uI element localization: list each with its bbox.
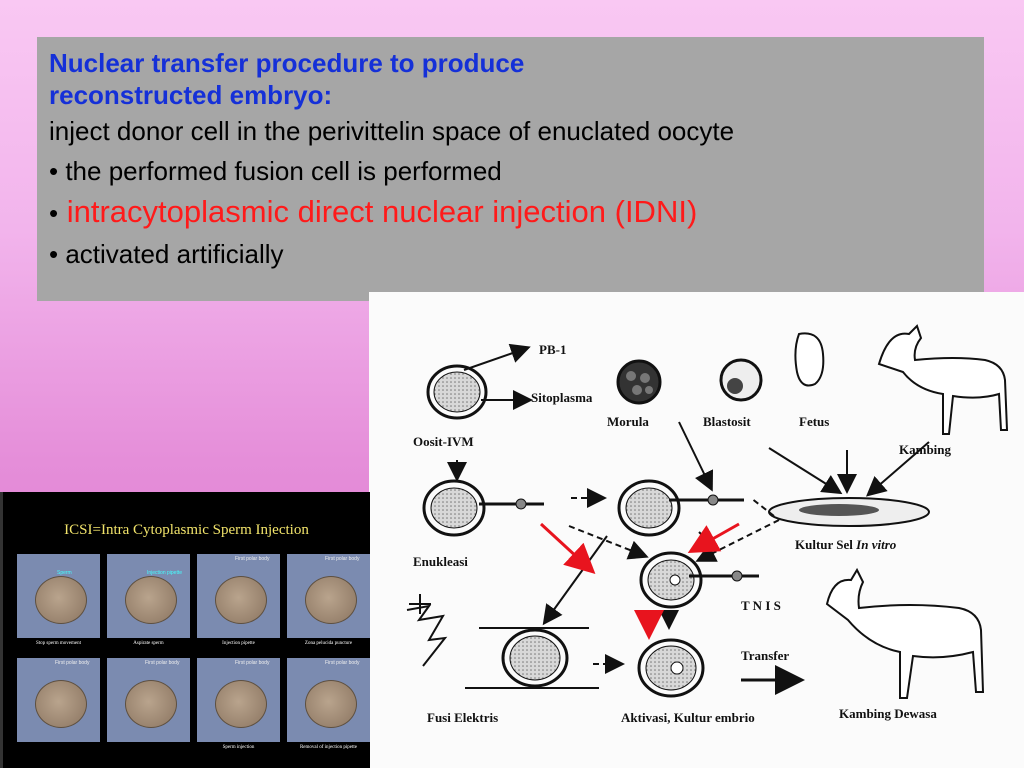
label-fetus: Fetus <box>799 414 829 430</box>
panel-label: Sperm <box>57 570 72 576</box>
text-box: Nuclear transfer procedure to produce re… <box>37 37 984 301</box>
label-blastosit: Blastosit <box>703 414 751 430</box>
panel-caption: Stop sperm movement <box>17 641 100 646</box>
icsi-panel: First polar body <box>107 658 190 742</box>
oocyte-image <box>305 680 357 728</box>
icsi-panel: First polar body <box>17 658 100 742</box>
label-sitoplasma: Sitoplasma <box>531 390 592 406</box>
panel-label: First polar body <box>235 556 269 562</box>
label-kambing: Kambing <box>899 442 951 458</box>
oocyte-image <box>35 576 87 624</box>
goat-adult <box>827 570 983 698</box>
label-pb1: PB-1 <box>539 342 566 358</box>
icsi-panel: Sperm <box>17 554 100 638</box>
oocyte-ivm <box>428 366 486 418</box>
activated-embryo <box>639 640 703 696</box>
panel-label: First polar body <box>325 660 359 666</box>
nuclear-transfer-diagram: PB-1 Sitoplasma Oosit-IVM Morula Blastos… <box>369 292 1024 768</box>
text-line-1: inject donor cell in the perivittelin sp… <box>49 111 972 151</box>
panel-label: First polar body <box>145 660 179 666</box>
panel-caption: Removal of injection pipette <box>287 745 370 750</box>
label-fusi: Fusi Elektris <box>427 710 498 726</box>
panel-caption: Sperm injection <box>197 745 280 750</box>
heading-line-1: Nuclear transfer procedure to produce <box>49 47 972 79</box>
fusion-electric <box>407 594 599 688</box>
label-aktivasi: Aktivasi, Kultur embrio <box>621 710 755 726</box>
enucleation-oocyte <box>424 481 544 535</box>
oocyte-image <box>35 680 87 728</box>
oocyte-image <box>215 576 267 624</box>
fetus <box>795 333 823 385</box>
icsi-panel: First polar body <box>287 554 370 638</box>
panel-caption: Aspirate sperm <box>107 641 190 646</box>
icsi-panel: First polar body <box>197 554 280 638</box>
blastocyst <box>721 360 761 400</box>
bullet-fusion: • the performed fusion cell is performed <box>49 151 972 191</box>
label-kambing-dewasa: Kambing Dewasa <box>839 706 937 722</box>
label-morula: Morula <box>607 414 649 430</box>
oocyte-image <box>305 576 357 624</box>
bullet-dot: • <box>49 198 58 228</box>
oocyte-image <box>125 576 177 624</box>
panel-label: First polar body <box>325 556 359 562</box>
label-oosit: Oosit-IVM <box>413 434 474 450</box>
icsi-panel: First polar body <box>287 658 370 742</box>
idni-text: intracytoplasmic direct nuclear injectio… <box>58 194 697 229</box>
panel-label: First polar body <box>235 660 269 666</box>
label-in-vitro: In vitro <box>856 537 896 552</box>
icsi-figure: ICSI=Intra Cytoplasmic Sperm Injection S… <box>0 492 370 768</box>
panel-label: Injection pipette <box>147 570 182 576</box>
bullet-idni: • intracytoplasmic direct nuclear inject… <box>49 191 972 234</box>
panel-label: First polar body <box>55 660 89 666</box>
panel-caption: Injection pipette <box>197 641 280 646</box>
icsi-panel: First polar body <box>197 658 280 742</box>
label-enukleasi: Enukleasi <box>413 554 468 570</box>
morula <box>618 361 660 403</box>
icsi-title: ICSI=Intra Cytoplasmic Sperm Injection <box>3 522 370 539</box>
icsi-panel: Injection pipette <box>107 554 190 638</box>
panel-caption: Zona pelucida puncture <box>287 641 370 646</box>
heading-line-2: reconstructed embryo: <box>49 79 972 111</box>
oocyte-image <box>215 680 267 728</box>
culture-dish <box>769 498 929 526</box>
injection-oocyte <box>619 481 744 535</box>
bullet-activated: • activated artificially <box>49 234 972 274</box>
label-kultur: Kultur Sel In vitro <box>795 537 896 553</box>
label-tnis: T N I S <box>741 598 781 614</box>
oocyte-image <box>125 680 177 728</box>
diagram-drawing <box>369 292 1024 768</box>
goat-top <box>879 326 1007 434</box>
label-transfer: Transfer <box>741 648 789 664</box>
